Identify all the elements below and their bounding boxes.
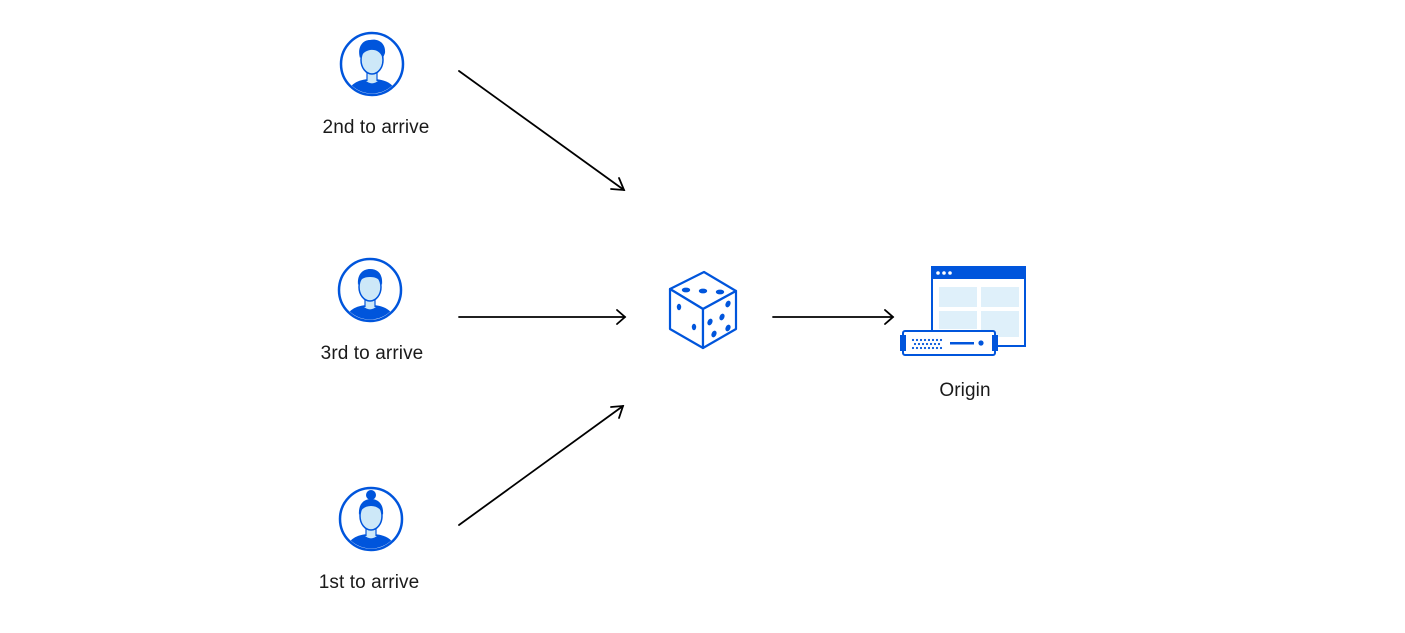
dice-icon [668, 270, 738, 350]
person-icon [337, 257, 403, 323]
browser-window-icon [931, 266, 1026, 347]
arrow-router-to-origin [772, 309, 895, 325]
origin-label: Origin [939, 380, 991, 401]
arrow-3rd-to-router [458, 309, 627, 325]
visitor-2nd-avatar [339, 31, 405, 97]
visitor-3rd-label: 3rd to arrive [320, 343, 424, 364]
arrow-1st-to-router [458, 404, 625, 526]
visitor-1st-label: 1st to arrive [318, 572, 420, 593]
server-browser-icon [900, 266, 1026, 356]
visitor-2nd-label: 2nd to arrive [322, 117, 430, 138]
visitor-1st-avatar [338, 486, 404, 552]
person-icon [339, 31, 405, 97]
server-icon [900, 330, 998, 356]
person-icon [338, 486, 404, 552]
arrow-2nd-to-router [458, 70, 626, 192]
visitor-3rd-avatar [337, 257, 403, 323]
